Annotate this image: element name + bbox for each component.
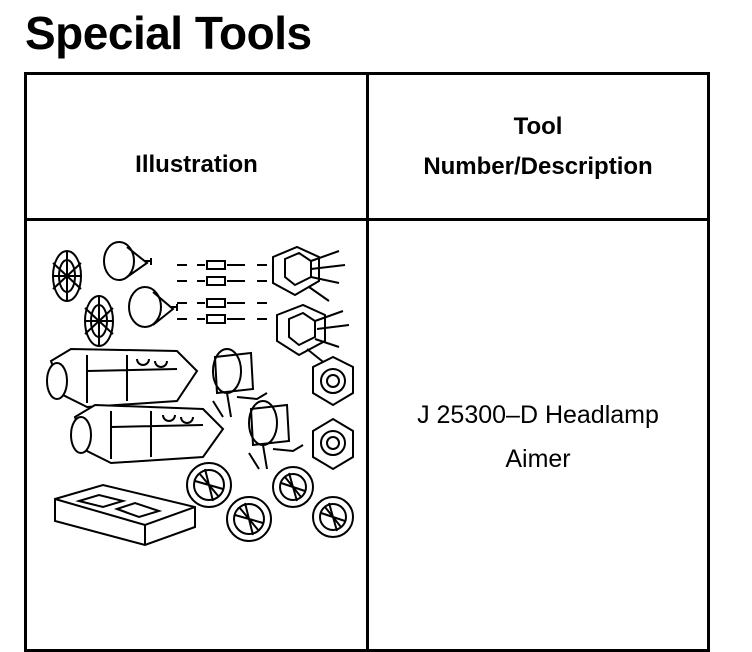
adapter-ring-icon (226, 496, 272, 542)
illustration-cell (24, 218, 369, 652)
adapter-wheel-icon (84, 295, 114, 347)
hex-adapter-icon (312, 355, 354, 407)
mounting-bracket-icon (272, 245, 346, 302)
special-tools-table: Illustration Tool Number/Description (24, 72, 710, 652)
adapter-ring-icon (312, 496, 354, 538)
suction-cup-icon (103, 241, 152, 281)
header-tool-label: Tool (513, 112, 563, 140)
adapter-ring-icon (272, 466, 314, 508)
hex-adapter-icon (312, 417, 354, 471)
header-illustration: Illustration (24, 72, 369, 221)
tool-number-description-line2: Aimer (505, 445, 571, 473)
page-title: Special Tools (25, 7, 312, 59)
tool-number-description-line1: J 25300–D Headlamp (417, 401, 659, 429)
aimer-housing-icon (70, 403, 225, 465)
calibration-fixture-icon (248, 400, 304, 470)
adapter-ring-icon (186, 462, 232, 508)
header-number-description-label: Number/Description (423, 152, 653, 180)
description-cell: J 25300–D Headlamp Aimer (366, 218, 710, 652)
headlamp-aimer-kit-icon (46, 241, 354, 547)
table-row: J 25300–D Headlamp Aimer (24, 218, 710, 652)
calibration-fixture-icon (212, 348, 268, 418)
header-illustration-label: Illustration (135, 150, 258, 178)
table-header-row: Illustration Tool Number/Description (24, 72, 710, 221)
adapter-pin-icon (177, 260, 267, 324)
aimer-housing-icon (46, 347, 199, 409)
carrying-case-icon (54, 483, 196, 547)
mounting-bracket-icon (276, 303, 350, 366)
header-tool-number-description: Tool Number/Description (366, 72, 710, 221)
adapter-wheel-icon (52, 250, 82, 302)
suction-cup-icon (128, 286, 178, 328)
